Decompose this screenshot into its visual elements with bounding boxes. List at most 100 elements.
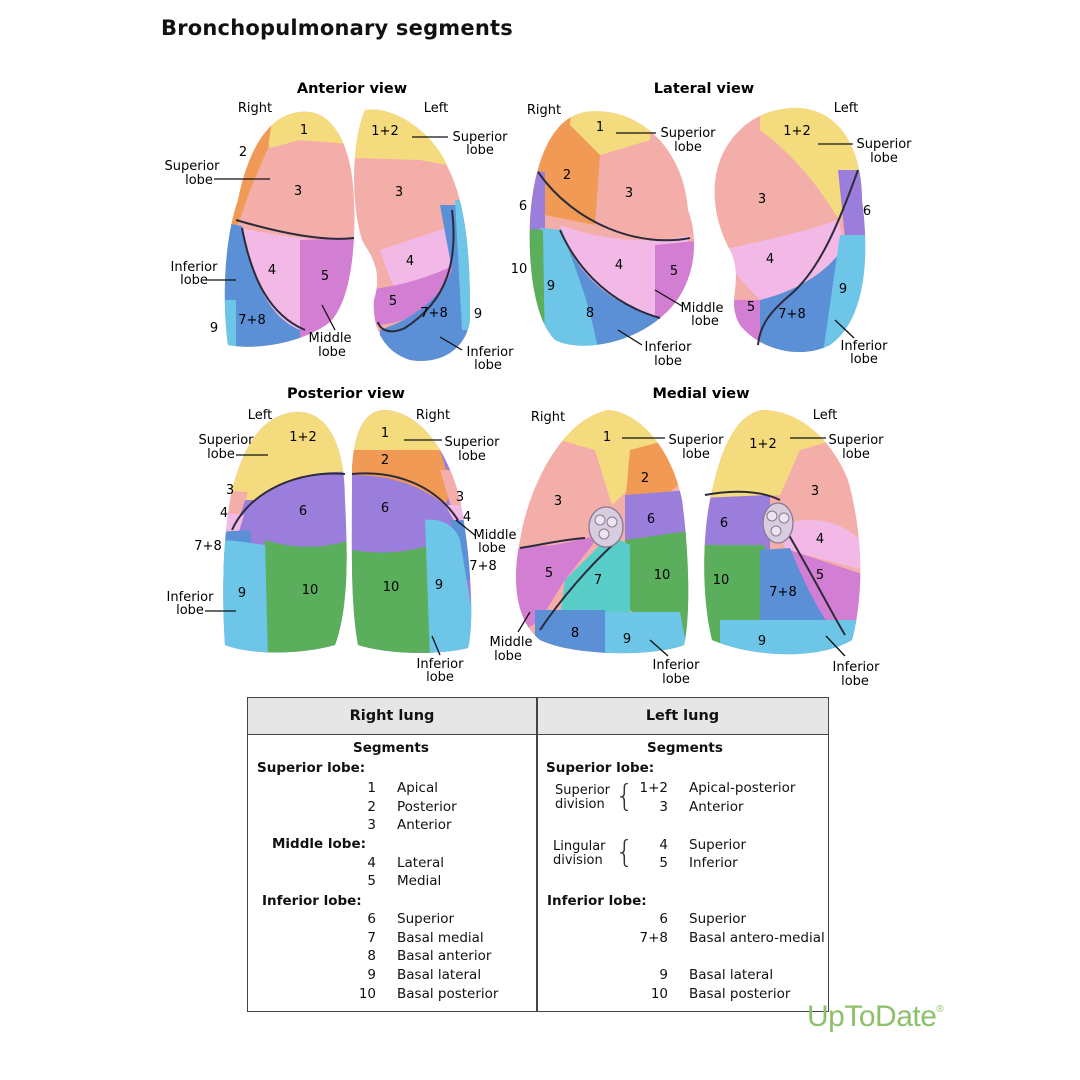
svg-text:4: 4 xyxy=(766,252,774,267)
svg-text:5: 5 xyxy=(747,300,755,315)
svg-text:7+8: 7+8 xyxy=(420,306,447,321)
svg-text:9: 9 xyxy=(758,634,766,649)
svg-text:lobe: lobe xyxy=(458,449,486,464)
column-divider xyxy=(536,698,538,1011)
svg-text:2: 2 xyxy=(641,471,649,486)
svg-text:6: 6 xyxy=(863,204,871,219)
page-title: Bronchopulmonary segments xyxy=(161,16,513,40)
posterior-labels: Superior lobe Superior lobe Middle lobe … xyxy=(167,433,517,685)
lingular-division-label: Lingular xyxy=(553,839,606,854)
svg-text:1+2: 1+2 xyxy=(783,124,810,139)
svg-text:2: 2 xyxy=(239,145,247,160)
svg-text:2: 2 xyxy=(381,453,389,468)
right-lung-header: Right lung xyxy=(349,708,435,724)
svg-text:Inferior: Inferior xyxy=(171,260,219,275)
svg-text:Inferior: Inferior xyxy=(467,345,515,360)
svg-text:lobe: lobe xyxy=(674,140,702,155)
svg-text:3: 3 xyxy=(758,192,766,207)
svg-text:7+8: 7+8 xyxy=(469,559,496,574)
anterior-left-label: Left xyxy=(424,101,448,116)
svg-text:Superior: Superior xyxy=(661,126,717,141)
svg-text:lobe: lobe xyxy=(850,352,878,367)
svg-text:5: 5 xyxy=(321,269,329,284)
lateral-right-label: Right xyxy=(527,103,561,118)
segments-table: Right lung Left lung Segments Superior l… xyxy=(247,697,829,1012)
svg-text:7+8: 7+8 xyxy=(778,307,805,322)
svg-text:lobe: lobe xyxy=(494,649,522,664)
anterior-right-lung xyxy=(224,111,355,347)
table-row-name: Anterior xyxy=(689,799,744,815)
anterior-left-lung xyxy=(354,109,470,361)
svg-text:3: 3 xyxy=(456,490,464,505)
medial-labels: Superior lobe Superior lobe Middle lobe … xyxy=(490,433,885,689)
svg-text:7+8: 7+8 xyxy=(194,539,221,554)
svg-text:Superior: Superior xyxy=(165,159,221,174)
svg-text:4: 4 xyxy=(268,263,276,278)
right-middle-lobe: Middle lobe: xyxy=(272,836,366,852)
table-row-num: 5 xyxy=(659,855,668,871)
svg-text:4: 4 xyxy=(220,506,228,521)
svg-text:4: 4 xyxy=(463,510,471,525)
svg-text:8: 8 xyxy=(586,306,594,321)
table-row-num: 4 xyxy=(367,855,376,871)
table-row-num: 5 xyxy=(367,873,376,889)
svg-text:6: 6 xyxy=(299,504,307,519)
svg-text:4: 4 xyxy=(406,254,414,269)
medial-view-title: Medial view xyxy=(652,386,749,402)
anterior-numbers: 1 2 3 4 5 7+8 9 1+2 3 4 5 7+8 9 xyxy=(210,123,482,336)
svg-text:8: 8 xyxy=(571,626,579,641)
svg-text:9: 9 xyxy=(435,578,443,593)
svg-text:lobe: lobe xyxy=(842,447,870,462)
svg-text:Inferior: Inferior xyxy=(841,339,889,354)
svg-text:5: 5 xyxy=(670,264,678,279)
svg-text:lobe: lobe xyxy=(426,670,454,685)
svg-text:6: 6 xyxy=(519,199,527,214)
svg-text:Superior: Superior xyxy=(669,433,725,448)
table-row-num: 8 xyxy=(367,948,376,964)
svg-text:lobe: lobe xyxy=(466,143,494,158)
table-row-num: 3 xyxy=(659,799,668,815)
svg-text:Inferior: Inferior xyxy=(167,590,215,605)
svg-text:Inferior: Inferior xyxy=(645,340,693,355)
posterior-numbers: 1+2 3 4 6 7+8 9 10 1 2 3 4 6 7+8 10 9 xyxy=(194,426,496,601)
svg-text:lobe: lobe xyxy=(682,447,710,462)
table-row-name: Apical-posterior xyxy=(689,780,796,796)
svg-text:9: 9 xyxy=(839,282,847,297)
svg-text:3: 3 xyxy=(811,484,819,499)
svg-text:lobe: lobe xyxy=(185,173,213,188)
svg-text:10: 10 xyxy=(654,568,671,583)
svg-text:10: 10 xyxy=(713,573,730,588)
table-row-name: Apical xyxy=(397,780,439,796)
svg-text:1+2: 1+2 xyxy=(749,437,776,452)
svg-text:Superior: Superior xyxy=(829,433,885,448)
lung-diagrams: Anterior view Right Left 1 2 3 4 5 7+8 9… xyxy=(165,81,913,689)
table-row-name: Inferior xyxy=(689,855,738,871)
uptodate-logo: UpToDate® xyxy=(807,1000,944,1034)
svg-text:1+2: 1+2 xyxy=(289,430,316,445)
svg-text:Middle: Middle xyxy=(474,528,517,543)
svg-text:Middle: Middle xyxy=(681,301,724,316)
svg-text:3: 3 xyxy=(226,483,234,498)
medial-right-label: Right xyxy=(531,410,565,425)
svg-text:7: 7 xyxy=(594,573,602,588)
svg-text:1: 1 xyxy=(596,120,604,135)
superior-division-label-2: division xyxy=(555,797,605,812)
table-row-num: 4 xyxy=(659,837,668,853)
svg-text:Inferior: Inferior xyxy=(833,660,881,675)
svg-text:3: 3 xyxy=(554,494,562,509)
table-row-name: Superior xyxy=(397,911,455,927)
table-row-name: Basal posterior xyxy=(689,986,791,1002)
svg-text:lobe: lobe xyxy=(691,314,719,329)
svg-text:4: 4 xyxy=(816,532,824,547)
svg-text:5: 5 xyxy=(545,566,553,581)
table-row-name: Posterior xyxy=(397,799,457,815)
table-row-num: 10 xyxy=(650,986,668,1002)
svg-text:5: 5 xyxy=(389,294,397,309)
svg-text:3: 3 xyxy=(294,184,302,199)
hilum-right xyxy=(588,506,624,548)
svg-text:9: 9 xyxy=(547,279,555,294)
hilum-left xyxy=(762,502,794,544)
svg-text:lobe: lobe xyxy=(870,151,898,166)
left-segments-label: Segments xyxy=(647,740,723,756)
svg-text:lobe: lobe xyxy=(318,345,346,360)
